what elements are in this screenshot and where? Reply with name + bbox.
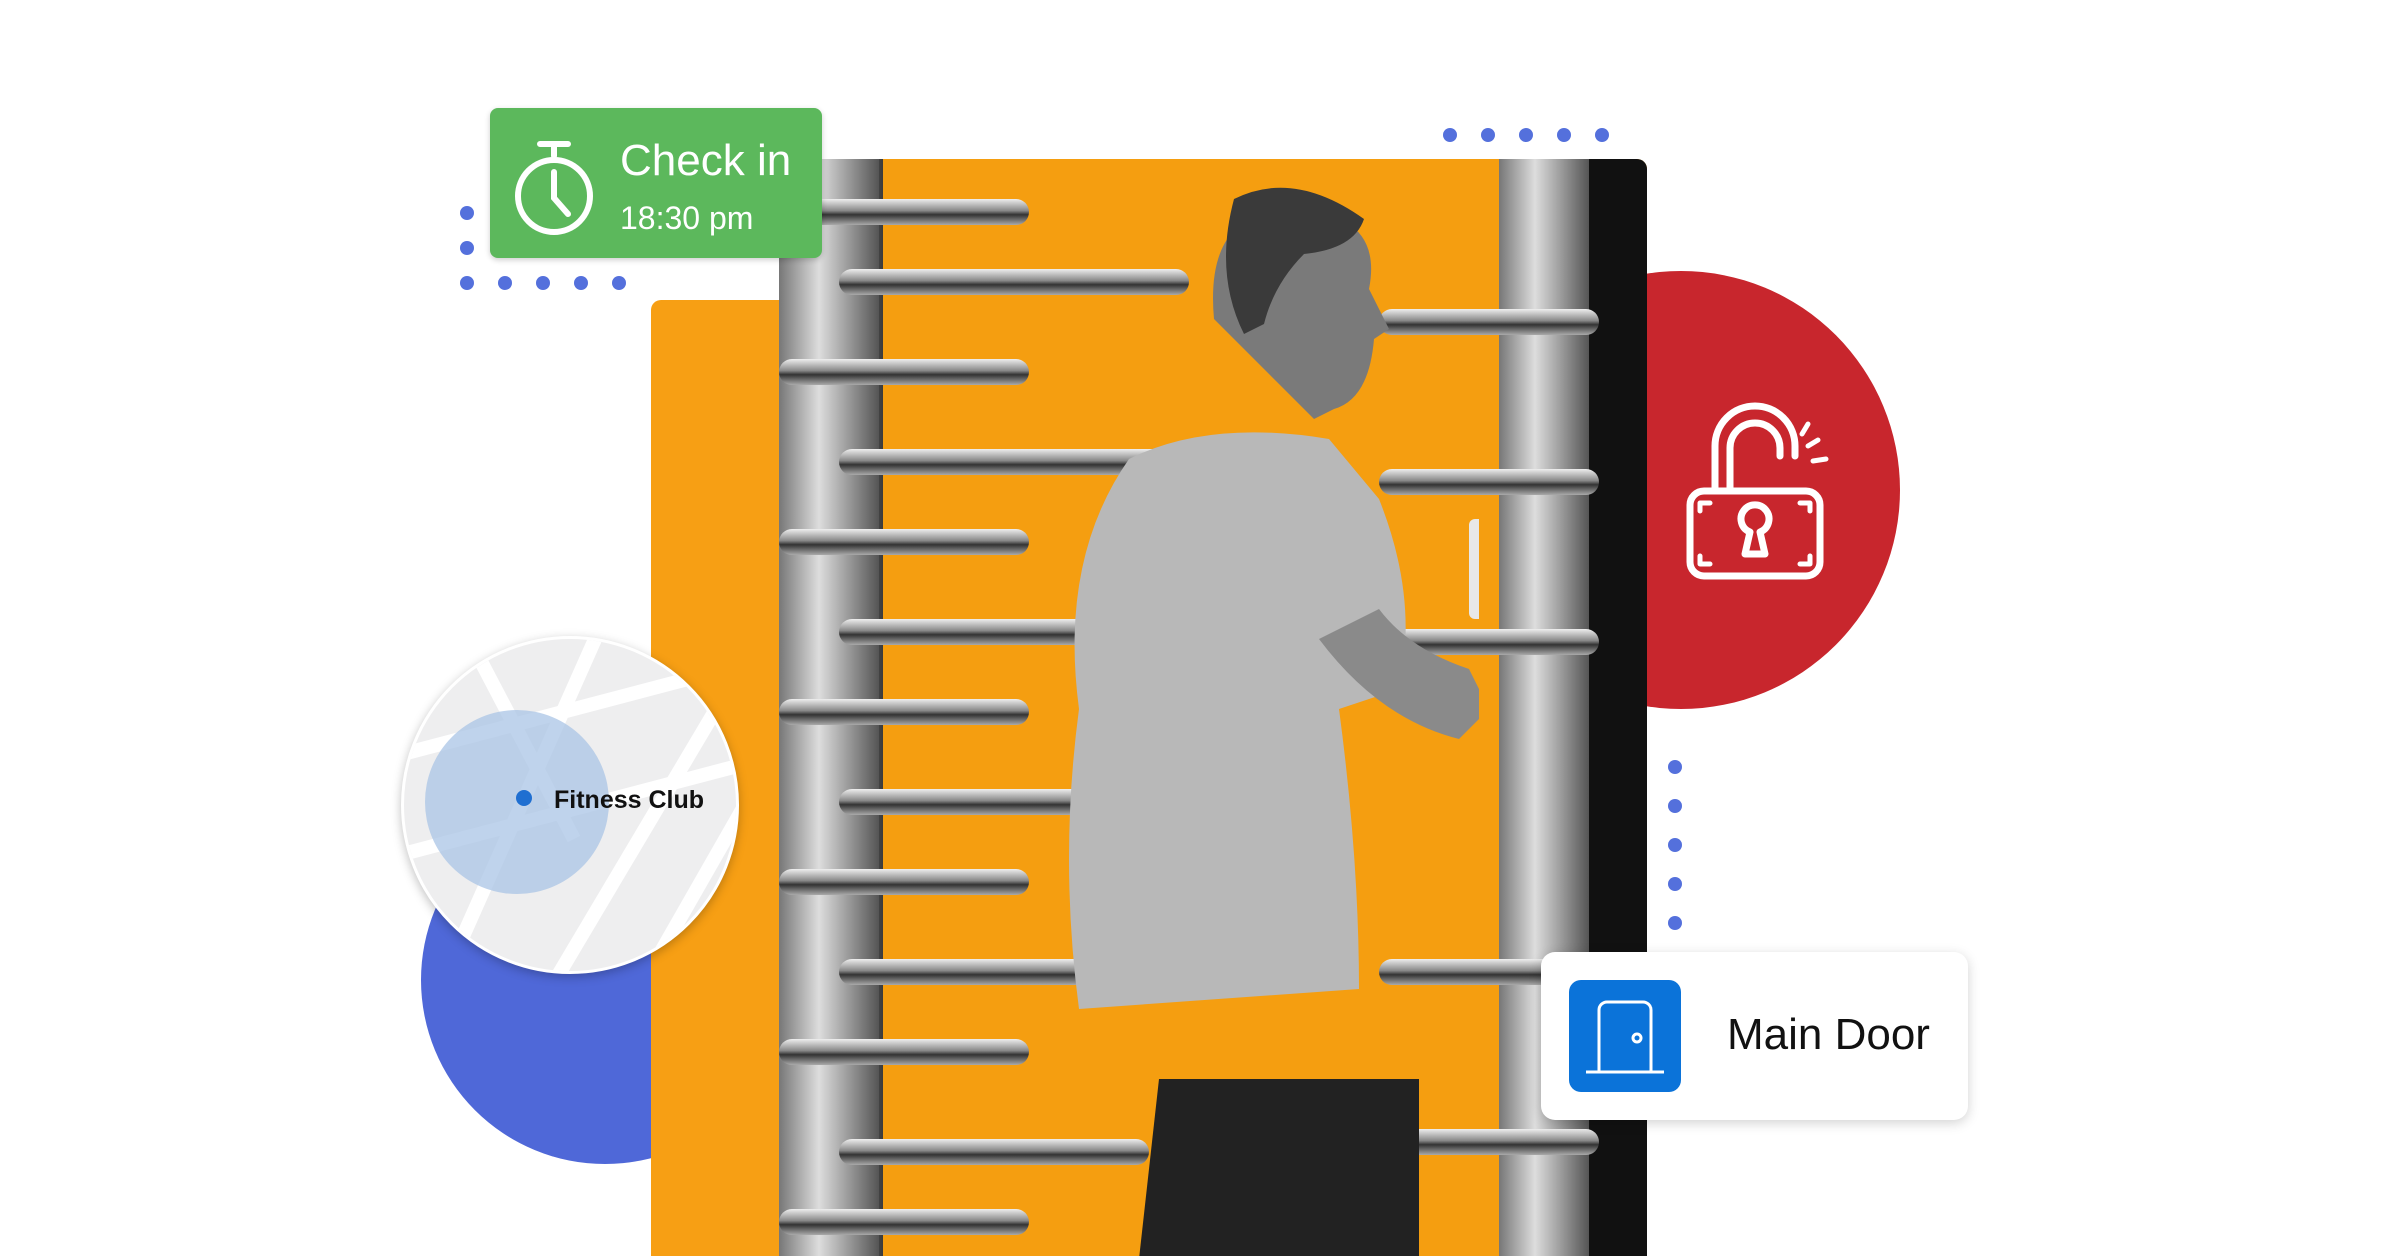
turnstile-photo: [779, 159, 1647, 1256]
check-in-card: Check in 18:30 pm: [490, 108, 822, 258]
location-label: Fitness Club: [554, 786, 705, 814]
man-silhouette: [1069, 187, 1479, 1256]
check-in-title: Check in: [620, 136, 792, 185]
unlocked-padlock-icon: [1686, 402, 1829, 580]
stopwatch-icon: [515, 141, 593, 235]
map-pin-icon: [516, 790, 532, 806]
door-label: Main Door: [1727, 1010, 1930, 1059]
door-icon: [1569, 980, 1681, 1092]
check-in-time: 18:30 pm: [620, 200, 754, 236]
location-map: Fitness Club: [401, 636, 739, 974]
main-door-card[interactable]: Main Door: [1541, 952, 1968, 1120]
